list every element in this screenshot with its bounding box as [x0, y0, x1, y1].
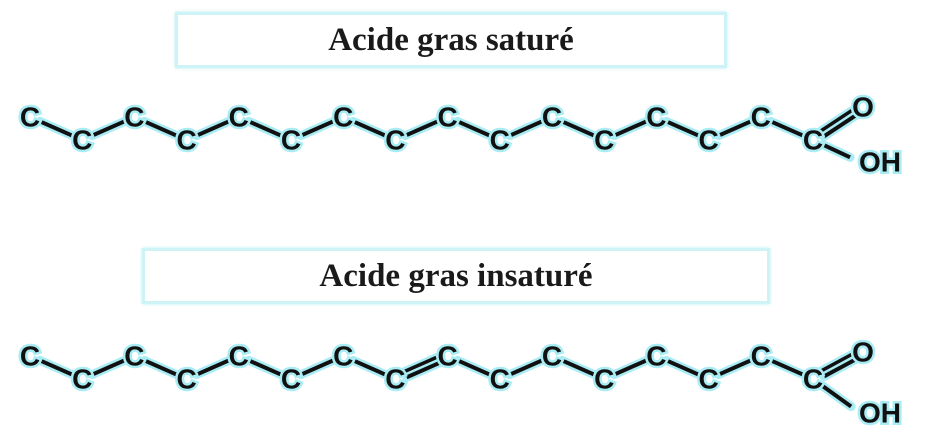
unsaturated-single-bond — [195, 358, 230, 377]
unsaturated-carbon-atom: C — [72, 364, 92, 395]
saturated-bonds — [35, 106, 860, 162]
saturated-carbon-atom: C — [803, 125, 823, 156]
saturated-carbon-atom: C — [437, 102, 457, 133]
unsaturated-carbon-atom: C — [385, 364, 405, 395]
saturated-single-bond — [509, 119, 543, 138]
saturated-single-bond — [300, 119, 334, 138]
saturated-carbon-atom: C — [385, 125, 405, 156]
title-saturated-fatty-acid: Acide gras saturé — [175, 12, 727, 68]
unsaturated-single-bond — [91, 358, 126, 377]
saturated-carbon-atom: C — [333, 102, 353, 133]
saturated-single-bond — [352, 119, 387, 138]
unsaturated-carbon-atom: C — [594, 364, 614, 395]
unsaturated-single-bond — [613, 358, 648, 377]
saturated-single-bond — [665, 119, 700, 138]
saturated-single-bond — [770, 119, 804, 138]
unsaturated-single-bond — [300, 358, 334, 377]
saturated-carbonyl-bond — [822, 113, 857, 139]
saturated-single-bond — [456, 119, 491, 138]
unsaturated-carbon-atom: C — [176, 364, 196, 395]
unsaturated-carbonyl-bond — [820, 352, 853, 373]
saturated-carbon-atom: C — [20, 102, 40, 133]
saturated-single-bond — [195, 119, 230, 138]
saturated-single-bond — [404, 119, 439, 138]
saturated-carbon-atom: C — [594, 125, 614, 156]
title-unsaturated-fatty-acid: Acide gras insaturé — [142, 248, 770, 304]
unsaturated-oxygen-atom: O — [852, 337, 874, 368]
unsaturated-carbon-atom: C — [646, 341, 666, 372]
unsaturated-single-bond — [352, 358, 387, 377]
unsaturated-single-bond — [39, 358, 73, 377]
unsaturated-carbon-atom: C — [803, 364, 823, 395]
unsaturated-double-bond-line — [405, 361, 440, 380]
unsaturated-single-bond — [665, 358, 700, 377]
saturated-hydroxyl-group: OH — [859, 147, 901, 178]
unsaturated-carbon-atom: C — [20, 341, 40, 372]
title-saturated-text: Acide gras saturé — [328, 21, 574, 58]
unsaturated-single-bond — [143, 358, 178, 377]
saturated-carbon-atom: C — [751, 102, 771, 133]
unsaturated-carbon-atom: C — [281, 364, 301, 395]
unsaturated-double-bond-line — [403, 355, 438, 374]
saturated-carbon-atom: C — [490, 125, 510, 156]
title-unsaturated-text: Acide gras insaturé — [319, 257, 593, 294]
saturated-oxygen-atom: O — [852, 92, 874, 123]
saturated-carbon-atom: C — [176, 125, 196, 156]
saturated-carbon-atom: C — [229, 102, 249, 133]
unsaturated-carbon-atom: C — [751, 341, 771, 372]
saturated-single-bond — [143, 119, 178, 138]
unsaturated-single-bond — [561, 358, 595, 377]
saturated-single-bond — [39, 119, 73, 138]
unsaturated-carbon-atom: C — [437, 341, 457, 372]
saturated-carbon-atom: C — [646, 102, 666, 133]
saturated-single-bond — [613, 119, 648, 138]
saturated-single-bond — [717, 119, 752, 138]
unsaturated-carbon-atom: C — [698, 364, 718, 395]
saturated-carbonyl-bond — [819, 108, 854, 134]
unsaturated-bonds — [35, 350, 860, 412]
unsaturated-single-bond — [509, 358, 543, 377]
saturated-carbon-atom: C — [281, 125, 301, 156]
unsaturated-carbon-atom: C — [333, 341, 353, 372]
unsaturated-carbon-atom: C — [542, 341, 562, 372]
saturated-single-bond — [248, 119, 282, 138]
saturated-carbon-atom: C — [124, 102, 144, 133]
unsaturated-carbon-atom: C — [229, 341, 249, 372]
unsaturated-single-bond — [717, 358, 752, 377]
unsaturated-carbon-atom: C — [124, 341, 144, 372]
unsaturated-single-bond — [456, 358, 491, 377]
unsaturated-carbonyl-bond — [823, 358, 856, 379]
unsaturated-hydroxyl-group: OH — [859, 398, 901, 429]
saturated-single-bond — [561, 119, 595, 138]
saturated-carbon-atom: C — [72, 125, 92, 156]
unsaturated-single-bond — [248, 358, 282, 377]
unsaturated-carbon-atom: C — [490, 364, 510, 395]
unsaturated-hydroxyl-bond — [820, 383, 853, 409]
saturated-single-bond — [91, 119, 126, 138]
unsaturated-single-bond — [770, 358, 804, 377]
saturated-hydroxyl-bond — [822, 142, 851, 160]
saturated-carbon-atom: C — [698, 125, 718, 156]
saturated-carbon-atom: C — [542, 102, 562, 133]
